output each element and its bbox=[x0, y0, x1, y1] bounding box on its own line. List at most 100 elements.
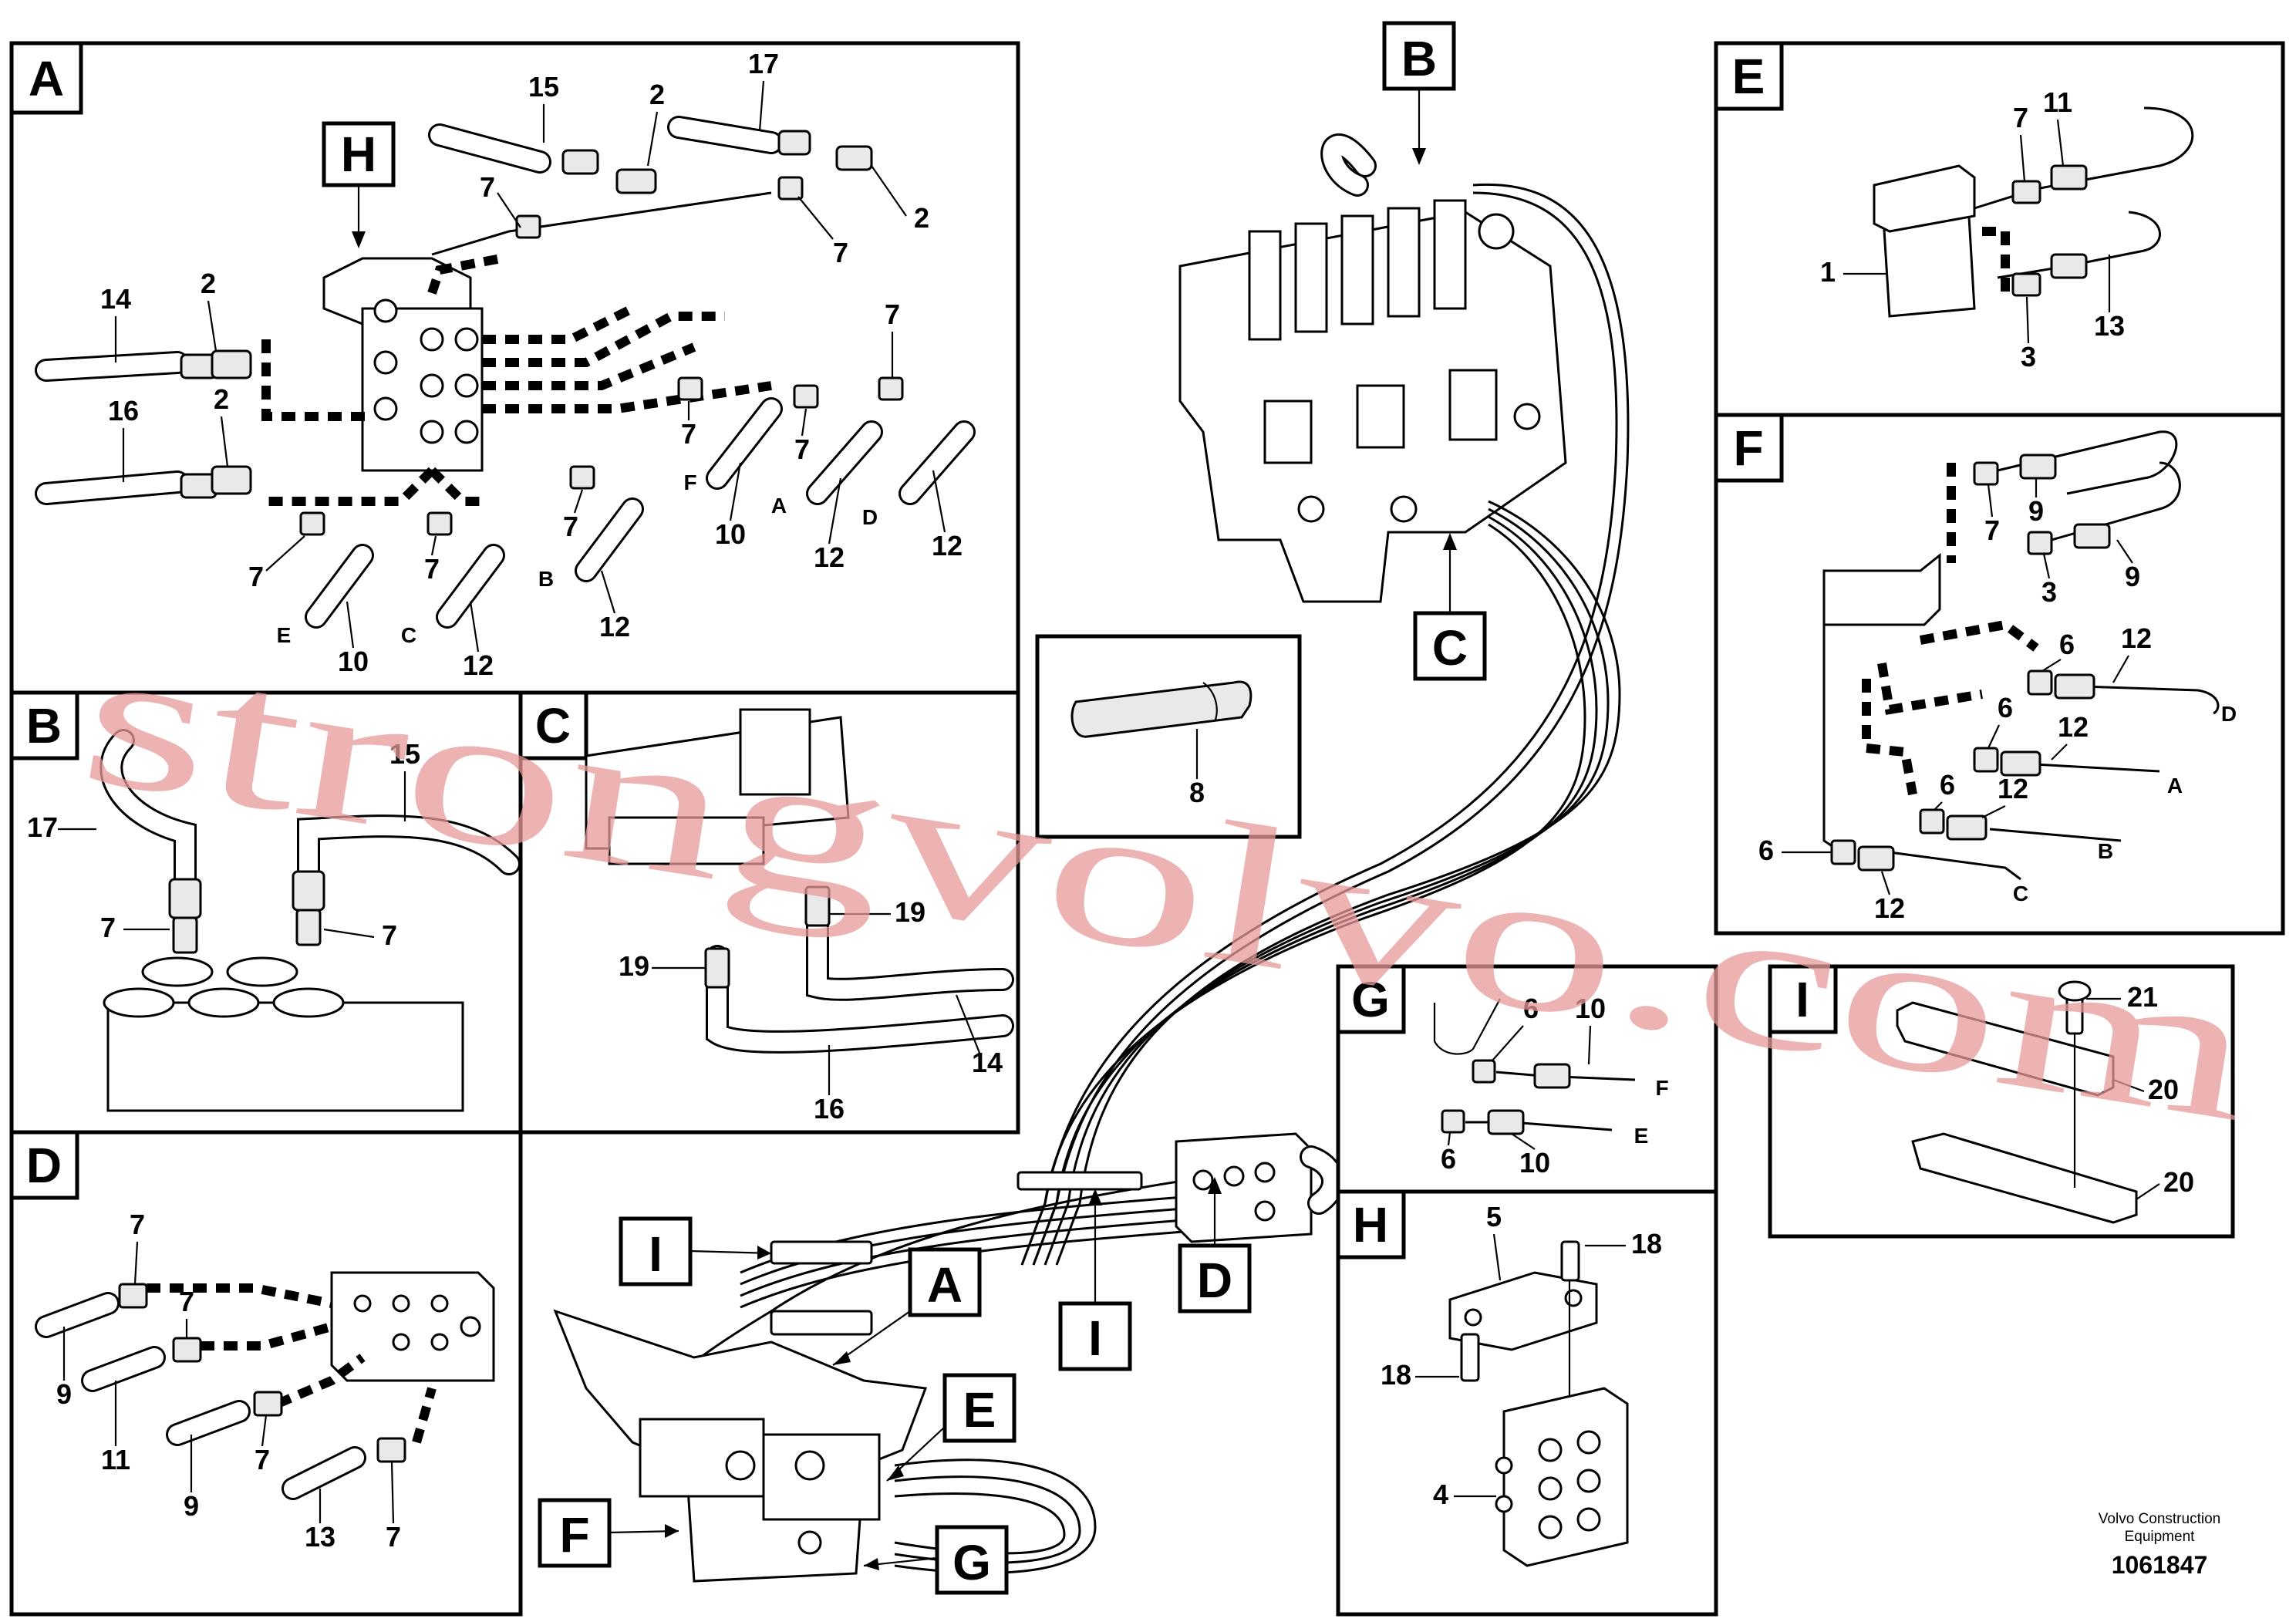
control-valve bbox=[1178, 199, 1567, 603]
label-11: 11 bbox=[101, 1444, 130, 1475]
label-12: 12 bbox=[2121, 622, 2152, 654]
label-7: 7 bbox=[833, 237, 848, 268]
label-7: 7 bbox=[885, 298, 900, 330]
label-12: 12 bbox=[2058, 711, 2089, 743]
label-15: 15 bbox=[389, 738, 420, 770]
label-e: E bbox=[1634, 1124, 1649, 1148]
label-7: 7 bbox=[382, 919, 397, 951]
label-e: E bbox=[277, 623, 292, 647]
label-14: 14 bbox=[972, 1047, 1003, 1078]
label-19: 19 bbox=[619, 950, 649, 982]
svg-text:C: C bbox=[1432, 620, 1468, 676]
label-6: 6 bbox=[1441, 1143, 1456, 1175]
label-12: 12 bbox=[1874, 892, 1905, 924]
label-6: 6 bbox=[1940, 769, 1955, 801]
panel-d-tag: D bbox=[26, 1138, 62, 1193]
panel-h-tag: H bbox=[1353, 1197, 1388, 1253]
svg-text:D: D bbox=[1197, 1253, 1232, 1308]
label-6: 6 bbox=[1758, 835, 1774, 866]
label-6: 6 bbox=[1523, 993, 1539, 1024]
label-12: 12 bbox=[814, 541, 845, 573]
panel-c: C 19 19 14 16 bbox=[518, 690, 1020, 1135]
label-3: 3 bbox=[2021, 341, 2036, 373]
label-9: 9 bbox=[2125, 561, 2140, 592]
label-10: 10 bbox=[715, 518, 746, 550]
label-7: 7 bbox=[424, 553, 440, 585]
panel-i: I 21 20 20 bbox=[1768, 964, 2235, 1239]
label-9: 9 bbox=[184, 1490, 199, 1522]
label-2: 2 bbox=[649, 79, 665, 110]
label-10: 10 bbox=[1519, 1147, 1550, 1179]
panel-d: D 7 7 9 11 7 9 13 7 bbox=[9, 1130, 523, 1617]
label-f: F bbox=[1655, 1076, 1668, 1100]
label-7: 7 bbox=[248, 561, 264, 592]
panel-f-tag: F bbox=[1733, 420, 1763, 476]
svg-text:E: E bbox=[963, 1382, 996, 1438]
label-7: 7 bbox=[2013, 102, 2028, 133]
svg-text:I: I bbox=[1088, 1310, 1102, 1366]
label-d: D bbox=[2221, 702, 2237, 726]
label-7: 7 bbox=[130, 1209, 145, 1240]
label-a: A bbox=[2167, 774, 2183, 798]
label-b: B bbox=[538, 567, 554, 591]
label-f: F bbox=[683, 470, 696, 494]
label-d: D bbox=[862, 505, 878, 529]
label-7: 7 bbox=[179, 1286, 194, 1317]
label-5: 5 bbox=[1486, 1201, 1502, 1233]
label-2: 2 bbox=[214, 383, 229, 415]
panel-f: F 7 9 3 9 6 12 D 6 bbox=[1714, 413, 2285, 936]
company-line-1: Volvo Construction bbox=[2099, 1511, 2220, 1527]
label-7: 7 bbox=[480, 171, 495, 203]
label-20: 20 bbox=[2163, 1166, 2194, 1198]
panel-i-tag: I bbox=[1795, 972, 1809, 1027]
label-7: 7 bbox=[563, 511, 578, 542]
label-9: 9 bbox=[2028, 495, 2044, 527]
label-12: 12 bbox=[463, 649, 494, 681]
callout-d: D bbox=[1178, 1177, 1252, 1313]
label-11: 11 bbox=[2043, 86, 2072, 118]
callout-g: G bbox=[863, 1525, 1009, 1595]
panel-a-tag: A bbox=[29, 51, 64, 106]
label-2: 2 bbox=[914, 202, 929, 234]
callout-i-1: I bbox=[619, 1216, 772, 1286]
label-17: 17 bbox=[27, 811, 58, 843]
label-a: A bbox=[771, 494, 787, 518]
label-18: 18 bbox=[1631, 1228, 1662, 1259]
panel-a-h-tag: H bbox=[341, 126, 376, 182]
label-21: 21 bbox=[2127, 981, 2158, 1013]
label-7: 7 bbox=[794, 433, 810, 465]
company-line-2: Equipment bbox=[2125, 1529, 2196, 1545]
callout-c: C bbox=[1413, 533, 1487, 681]
svg-text:I: I bbox=[649, 1226, 663, 1282]
label-c: C bbox=[2013, 882, 2028, 905]
panel-g-tag: G bbox=[1351, 972, 1390, 1027]
label-9: 9 bbox=[56, 1378, 72, 1410]
panel-g: G 6 10 F 6 10 E bbox=[1336, 964, 1718, 1194]
label-16: 16 bbox=[814, 1093, 845, 1125]
label-7: 7 bbox=[681, 418, 696, 450]
label-6: 6 bbox=[1998, 692, 2013, 723]
panel-b-tag: B bbox=[26, 698, 62, 754]
label-6: 6 bbox=[2059, 629, 2075, 660]
label-4: 4 bbox=[1433, 1479, 1448, 1510]
footer: Volvo Construction Equipment 1061847 bbox=[2099, 1511, 2220, 1579]
pilot-assembly bbox=[553, 1240, 928, 1583]
label-15: 15 bbox=[528, 71, 559, 103]
label-7: 7 bbox=[386, 1521, 401, 1553]
label-16: 16 bbox=[108, 395, 139, 427]
callout-b: B bbox=[1382, 21, 1456, 165]
label-12: 12 bbox=[599, 611, 630, 642]
panel-c-tag: C bbox=[535, 698, 571, 754]
callout-f: F bbox=[538, 1498, 679, 1568]
label-b: B bbox=[2098, 839, 2113, 863]
main-assembly: B C A D E F bbox=[538, 21, 1630, 1595]
panel-e-tag: E bbox=[1732, 49, 1765, 104]
label-c: C bbox=[401, 623, 416, 647]
panel-b: B 17 15 7 7 bbox=[9, 690, 523, 1135]
callout-e: E bbox=[886, 1373, 1017, 1482]
label-19: 19 bbox=[895, 896, 925, 928]
panel-8: 8 bbox=[1035, 634, 1302, 839]
svg-text:B: B bbox=[1401, 31, 1437, 86]
svg-text:F: F bbox=[559, 1507, 589, 1563]
